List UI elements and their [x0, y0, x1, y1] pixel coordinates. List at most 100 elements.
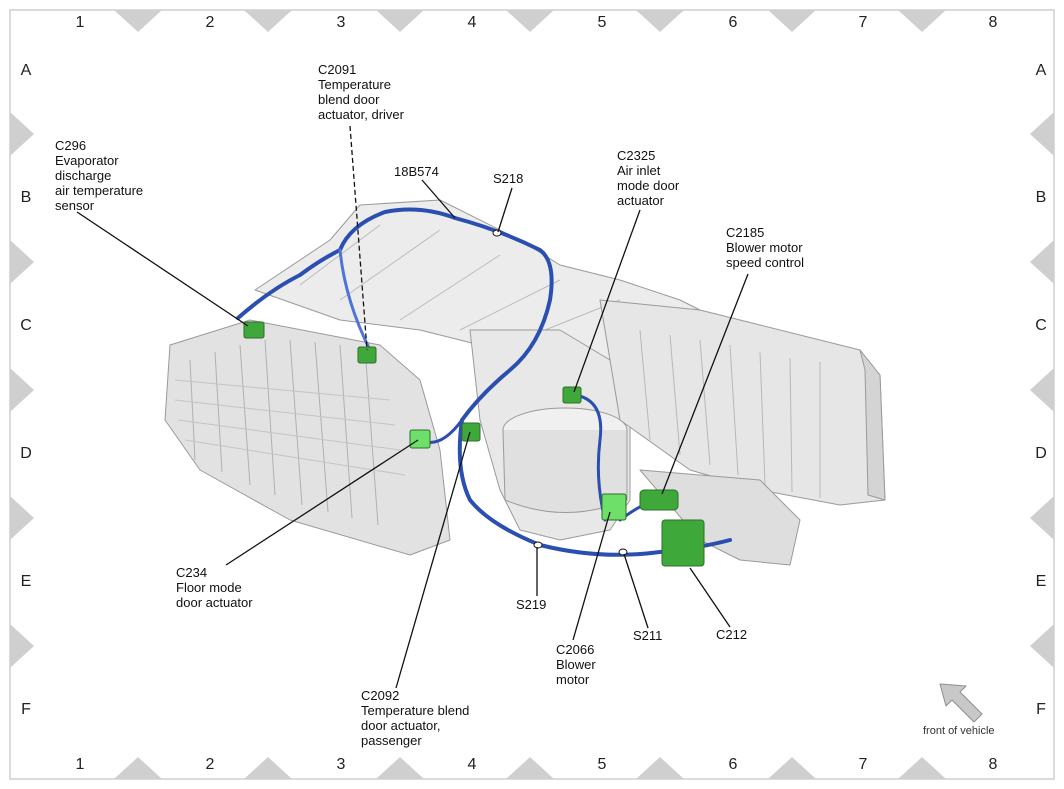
grid-marker-top	[768, 10, 816, 32]
callout-line: speed control	[726, 255, 804, 270]
callout-line: 18B574	[394, 164, 439, 179]
callout-line: motor	[556, 672, 590, 687]
row-label: E	[1036, 573, 1047, 590]
grid-marker-top	[636, 10, 684, 32]
leader-18b574	[421, 179, 456, 219]
grid-marker-left	[10, 624, 34, 668]
grid-marker-top	[376, 10, 424, 32]
leader-c2092	[395, 431, 471, 689]
harness-branch-c2325	[573, 393, 607, 522]
leader-c2066	[572, 511, 611, 641]
callout-line: C2066	[556, 642, 594, 657]
grid-markers-top	[114, 10, 946, 32]
col-label: 8	[989, 756, 998, 773]
harness-main	[236, 207, 732, 557]
col-label: 1	[76, 14, 85, 31]
row-labels-left: A B C D E F	[20, 62, 32, 718]
callout-line: actuator, driver	[318, 107, 405, 122]
connector-c234	[409, 429, 431, 449]
col-label: 6	[729, 14, 738, 31]
callout-s219: S219	[516, 597, 546, 612]
connector-c2325	[562, 386, 582, 404]
row-label: D	[1035, 445, 1047, 462]
front-of-vehicle-label: front of vehicle	[923, 725, 995, 737]
col-label: 8	[989, 14, 998, 31]
grid-marker-right	[1030, 496, 1054, 540]
callout-c296: C296 Evaporator discharge air temperatur…	[55, 138, 143, 213]
recirc-box-ribs	[639, 329, 821, 498]
col-label: 4	[468, 756, 477, 773]
harness-branch-c2091	[338, 248, 372, 352]
callout-line: S219	[516, 597, 546, 612]
callout-line: Evaporator	[55, 153, 119, 168]
row-label: C	[20, 317, 32, 334]
callout-c2092: C2092 Temperature blend door actuator, p…	[361, 688, 469, 748]
leader-lines	[76, 125, 749, 689]
leader-c2091	[349, 125, 368, 351]
callout-line: discharge	[55, 168, 111, 183]
row-label: F	[1036, 701, 1046, 718]
connector-c2091	[357, 346, 377, 364]
grid-marker-left	[10, 240, 34, 284]
callout-line: Floor mode	[176, 580, 242, 595]
callout-line: Blower	[556, 657, 596, 672]
col-label: 6	[729, 756, 738, 773]
callout-line: C212	[716, 627, 747, 642]
column-labels-top: 1 2 3 4 5 6 7 8	[76, 14, 998, 31]
grid-markers-right	[1030, 112, 1054, 668]
col-label: 7	[859, 14, 868, 31]
grid-marker-bottom	[376, 757, 424, 779]
grid-marker-top	[114, 10, 162, 32]
grid-markers-left	[10, 112, 34, 668]
row-label: C	[1035, 317, 1047, 334]
callout-line: Temperature blend	[361, 703, 469, 718]
connector-c2066	[601, 493, 627, 521]
callout-c212: C212	[716, 627, 747, 642]
recirc-box-filter-face	[859, 349, 886, 501]
leader-c212	[689, 567, 731, 628]
callout-line: C2325	[617, 148, 655, 163]
leader-s211	[623, 553, 649, 629]
leader-s218	[497, 187, 513, 233]
grid-markers-bottom	[114, 757, 946, 779]
col-label: 5	[598, 756, 607, 773]
grid-marker-right	[1030, 368, 1054, 412]
callout-line: C2092	[361, 688, 399, 703]
callout-line: passenger	[361, 733, 422, 748]
callout-line: C296	[55, 138, 86, 153]
callout-line: Temperature	[318, 77, 391, 92]
front-of-vehicle-indicator: front of vehicle	[923, 683, 995, 737]
callout-c2091: C2091 Temperature blend door actuator, d…	[318, 62, 405, 122]
callout-line: air temperature	[55, 183, 143, 198]
connector-c212	[661, 519, 705, 567]
callout-c234: C234 Floor mode door actuator	[176, 565, 253, 610]
callout-line: door actuator,	[361, 718, 441, 733]
grid-marker-bottom	[636, 757, 684, 779]
splices	[492, 229, 628, 556]
row-label: A	[1036, 62, 1047, 79]
column-labels-bottom: 1 2 3 4 5 6 7 8	[76, 756, 998, 773]
grid-marker-left	[10, 112, 34, 156]
leader-c234	[225, 439, 419, 566]
splice-s218	[492, 229, 502, 237]
callout-c2325: C2325 Air inlet mode door actuator	[617, 148, 680, 208]
callout-line: Air inlet	[617, 163, 661, 178]
row-label: D	[20, 445, 32, 462]
callout-line: C2091	[318, 62, 356, 77]
callout-line: door actuator	[176, 595, 253, 610]
row-label: B	[1036, 189, 1047, 206]
grid-marker-left	[10, 368, 34, 412]
callout-line: S211	[633, 628, 662, 643]
col-label: 2	[206, 14, 215, 31]
callout-line: C2185	[726, 225, 764, 240]
row-label: F	[21, 701, 31, 718]
grid-marker-bottom	[244, 757, 292, 779]
callout-c2066: C2066 Blower motor	[556, 642, 596, 687]
col-label: 4	[468, 14, 477, 31]
grid-marker-bottom	[768, 757, 816, 779]
col-label: 5	[598, 14, 607, 31]
row-labels-right: A B C D E F	[1035, 62, 1047, 718]
grid-marker-bottom	[898, 757, 946, 779]
row-label: A	[21, 62, 32, 79]
